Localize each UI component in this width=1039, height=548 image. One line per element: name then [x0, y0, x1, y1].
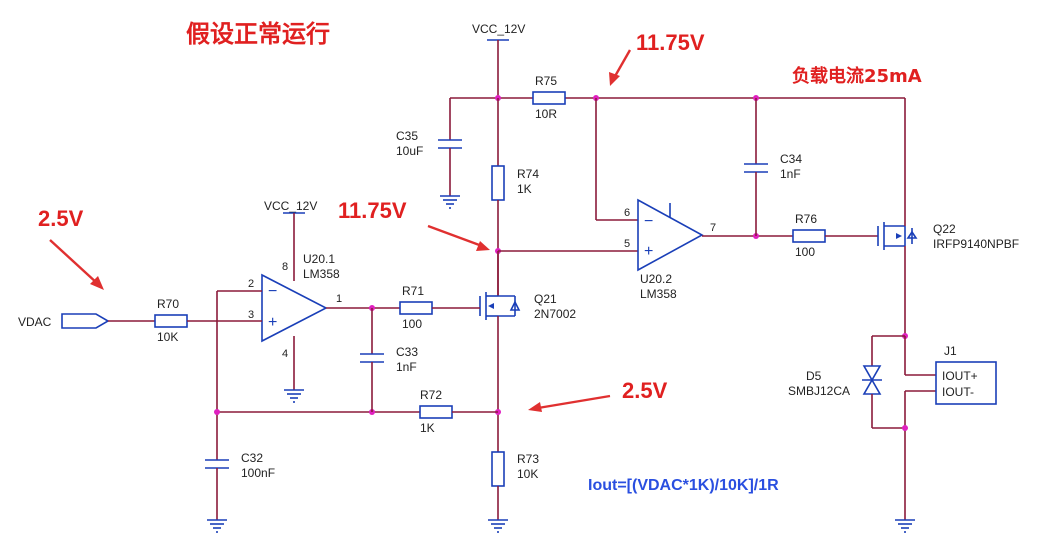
- r72-ref: R72: [420, 388, 442, 402]
- arrowhead-icon: [90, 276, 104, 290]
- r70-ref: R70: [157, 297, 179, 311]
- r73-resistor: [491, 451, 505, 487]
- ground-icon: [440, 195, 460, 209]
- u20-2-pin5: 5: [624, 238, 630, 250]
- u20-1-pin3: 3: [248, 309, 254, 321]
- q22-pmos-transistor: [877, 222, 918, 250]
- r76-value: 100: [795, 245, 815, 259]
- q21-drain-arrow: [427, 224, 483, 248]
- r71-value: 100: [402, 317, 422, 331]
- c33-value: 1nF: [396, 360, 417, 374]
- u20-1-ref: U20.1: [303, 252, 335, 266]
- u20-2-value: LM358: [640, 287, 677, 301]
- d5-value: SMBJ12CA: [788, 384, 850, 398]
- u20-2-pin6: 6: [624, 207, 630, 219]
- arrowhead-icon: [476, 241, 490, 251]
- r70-value: 10K: [157, 330, 178, 344]
- sense-arrow: [537, 394, 611, 410]
- r75-voltage-annotation: 11.75V: [636, 30, 705, 55]
- load-current-annotation: 负载电流25mA: [792, 65, 922, 87]
- u20-1-pin4: 4: [282, 348, 288, 360]
- q21-drain-voltage-annotation: 11.75V: [338, 198, 407, 223]
- vdac-voltage-annotation: 2.5V: [38, 206, 84, 231]
- u20-2-pin7: 7: [710, 222, 716, 234]
- q22-value: IRFP9140NPBF: [933, 237, 1019, 251]
- c32-value: 100nF: [241, 466, 275, 480]
- r73-ref: R73: [517, 452, 539, 466]
- u20-2-minus: −: [644, 213, 653, 230]
- r75-arrow: [612, 49, 632, 79]
- c33-ref: C33: [396, 345, 418, 359]
- u20-1-pin1: 1: [336, 293, 342, 305]
- r72-resistor: [419, 405, 453, 419]
- c32-ref: C32: [241, 451, 263, 465]
- u20-1-value: LM358: [303, 267, 340, 281]
- r74-ref: R74: [517, 167, 539, 181]
- junction: [214, 409, 220, 415]
- r71-ref: R71: [402, 284, 424, 298]
- u20-1-minus: −: [268, 283, 277, 300]
- vdac-arrow: [49, 239, 99, 285]
- r70-resistor: [154, 314, 188, 328]
- vdac-label: VDAC: [18, 315, 52, 329]
- r72-value: 1K: [420, 421, 435, 435]
- c35-value: 10uF: [396, 144, 423, 158]
- j1-connector: [935, 361, 997, 405]
- ground-icon: [895, 519, 915, 533]
- r76-resistor: [792, 229, 826, 243]
- d5-tvs-diode: [862, 365, 882, 395]
- c35-ref: C35: [396, 129, 418, 143]
- r71-resistor: [399, 301, 433, 315]
- ground-icon: [207, 519, 227, 533]
- j1-pin2-label: IOUT-: [942, 385, 974, 399]
- r74-resistor: [491, 165, 505, 201]
- title-annotation: 假设正常运行: [186, 20, 330, 48]
- r76-ref: R76: [795, 212, 817, 226]
- arrowhead-icon: [609, 72, 620, 86]
- r74-value: 1K: [517, 182, 532, 196]
- junction: [902, 425, 908, 431]
- vcc-u20-label: VCC_12V: [264, 199, 317, 213]
- q21-value: 2N7002: [534, 307, 576, 321]
- u20-1-pin2: 2: [248, 278, 254, 290]
- u20-1-opamp: [261, 273, 328, 343]
- u20-2-plus: +: [644, 243, 653, 260]
- current-formula: Iout=[(VDAC*1K)/10K]/1R: [588, 477, 779, 494]
- r75-resistor: [532, 91, 566, 105]
- j1-ref: J1: [944, 344, 957, 358]
- vcc-top-label: VCC_12V: [472, 22, 525, 36]
- arrowhead-icon: [528, 402, 542, 412]
- vdac-port: [61, 313, 110, 329]
- r75-value: 10R: [535, 107, 557, 121]
- d5-ref: D5: [806, 369, 822, 383]
- r73-value: 10K: [517, 467, 538, 481]
- sense-voltage-annotation: 2.5V: [622, 378, 668, 403]
- c34-ref: C34: [780, 152, 802, 166]
- ground-icon: [488, 519, 508, 533]
- q22-ref: Q22: [933, 222, 956, 236]
- u20-1-plus: +: [268, 314, 277, 331]
- u20-2-ref: U20.2: [640, 272, 672, 286]
- q21-nmos-transistor: [479, 292, 521, 320]
- u20-1-pin8: 8: [282, 261, 288, 273]
- q21-ref: Q21: [534, 292, 557, 306]
- j1-pin1-label: IOUT+: [942, 369, 978, 383]
- ground-icon: [284, 389, 304, 403]
- r75-ref: R75: [535, 74, 557, 88]
- c34-value: 1nF: [780, 167, 801, 181]
